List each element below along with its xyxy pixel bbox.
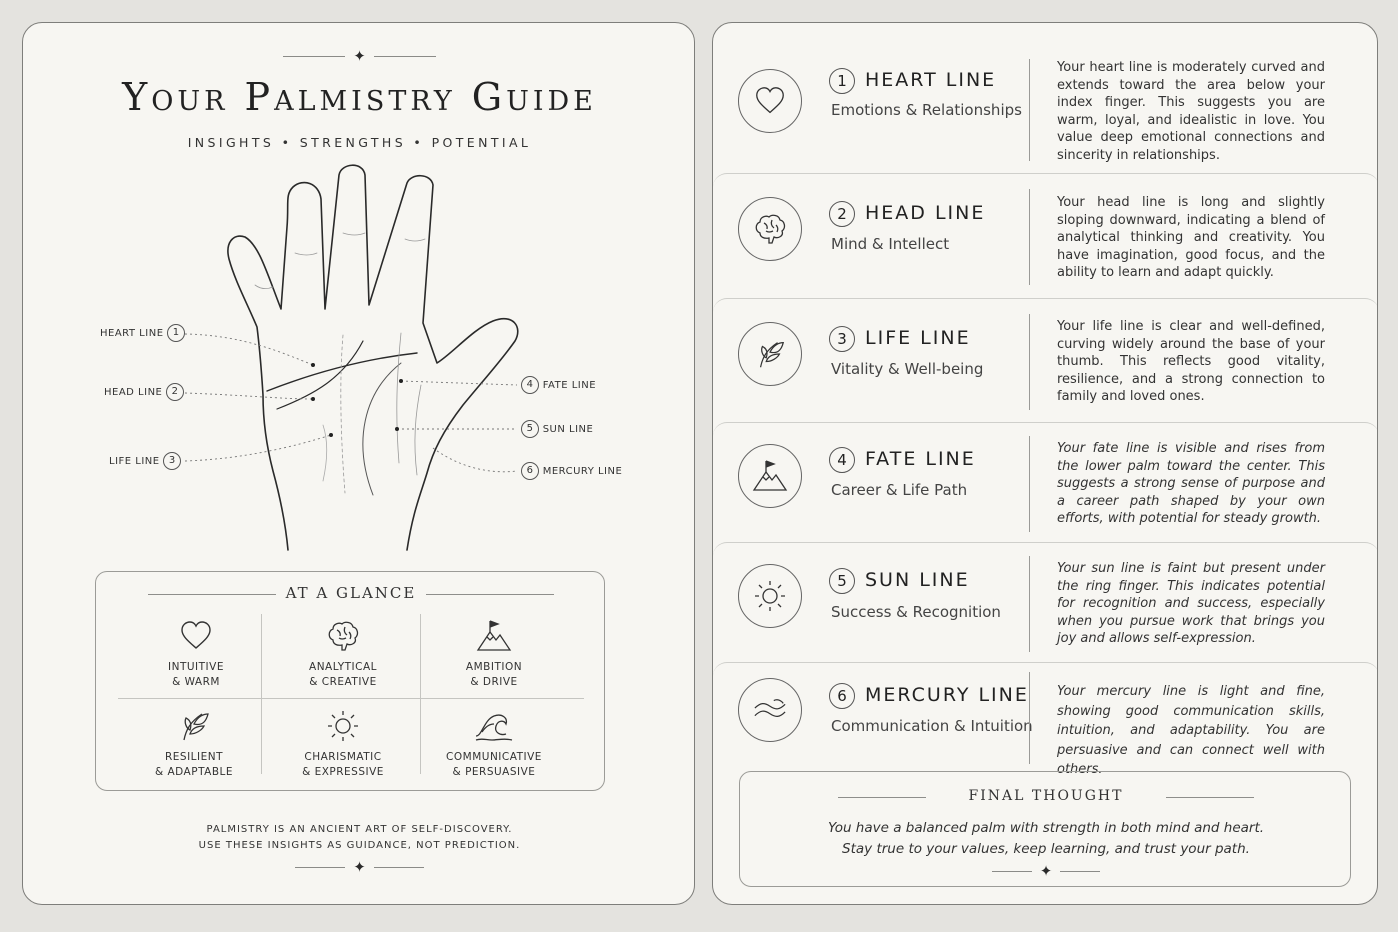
line-section-life: 3 LIFE LINE Vitality & Well-being Your l… — [713, 298, 1377, 422]
line-title: HEART LINE — [865, 69, 997, 91]
line-number: 2 — [829, 201, 855, 227]
hand-label-mercury-line: 6 MERCURY LINE — [521, 462, 622, 480]
line-description: Your life line is clear and well-defined… — [1057, 319, 1325, 405]
hand-label-head-line: HEAD LINE 2 — [104, 383, 185, 401]
page-subtitle: INSIGHTS • STRENGTHS • POTENTIAL — [187, 135, 532, 150]
line-subtitle: Success & Recognition — [831, 603, 1001, 621]
star-icon: ✦ — [1039, 862, 1053, 880]
sun-icon — [328, 711, 358, 741]
leaf-icon — [759, 342, 785, 368]
glance-item-analytical: ANALYTICAL& CREATIVE — [263, 618, 423, 690]
hand-label-heart-line: HEART LINE 1 — [100, 324, 186, 342]
heart-icon — [756, 87, 784, 114]
line-title: MERCURY LINE — [865, 684, 1029, 706]
wave-icon — [754, 699, 786, 717]
wave-icon-ring — [738, 678, 802, 742]
final-ornament: ✦ — [740, 864, 1352, 879]
line-subtitle: Career & Life Path — [831, 481, 968, 499]
line-number: 1 — [829, 68, 855, 94]
sun-icon — [755, 581, 785, 611]
heart-icon — [181, 621, 211, 649]
brain-icon — [755, 214, 786, 244]
hand-label-sun-line: 5 SUN LINE — [521, 420, 593, 438]
final-thought-title: FINAL THOUGHT — [968, 788, 1124, 804]
line-title: FATE LINE — [865, 448, 976, 470]
glance-item-resilient: RESILIENT& ADAPTABLE — [114, 708, 274, 780]
hand-label-life-line: LIFE LINE 3 — [109, 452, 182, 470]
line-title: LIFE LINE — [865, 327, 971, 349]
line-subtitle: Communication & Intuition — [831, 717, 1033, 735]
line-section-fate: 4 FATE LINE Career & Life Path Your fate… — [713, 422, 1377, 542]
leaf-icon-ring — [738, 322, 802, 386]
line-section-head: 2 HEAD LINE Mind & Intellect Your head l… — [713, 173, 1377, 298]
top-ornament: ✦ — [23, 49, 696, 64]
line-title: SUN LINE — [865, 569, 970, 591]
star-icon: ✦ — [353, 47, 366, 65]
line-section-sun: 5 SUN LINE Success & Recognition Your su… — [713, 542, 1377, 662]
brain-icon-ring — [738, 197, 802, 261]
line-description: Your fate line is visible and rises from… — [1057, 441, 1325, 527]
palmistry-guide-card: ✦ Your Palmistry Guide INSIGHTS • STRENG… — [22, 22, 695, 905]
line-description: Your heart line is moderately curved and… — [1057, 60, 1325, 163]
mountain-flag-icon — [752, 460, 788, 491]
palm-lines-card: 1 HEART LINE Emotions & Relationships Yo… — [712, 22, 1378, 905]
brain-icon — [328, 621, 359, 651]
line-subtitle: Emotions & Relationships — [831, 101, 1022, 119]
line-number: 5 — [829, 568, 855, 594]
glance-item-intuitive: INTUITIVE& WARM — [116, 618, 276, 690]
bottom-ornament: ✦ — [23, 860, 696, 875]
at-a-glance-panel: AT A GLANCE INTUITIVE& WARM ANALYTICAL& … — [95, 571, 605, 791]
line-description: Your mercury line is light and fine, sho… — [1057, 684, 1325, 777]
sun-icon-ring — [738, 564, 802, 628]
line-section-heart: 1 HEART LINE Emotions & Relationships Yo… — [713, 23, 1377, 173]
line-number: 6 — [829, 683, 855, 709]
final-thought-box: FINAL THOUGHT You have a balanced palm w… — [739, 771, 1351, 887]
wave-icon — [475, 714, 513, 741]
line-number: 3 — [829, 326, 855, 352]
line-description: Your sun line is faint but present under… — [1057, 561, 1325, 647]
leaf-icon — [183, 713, 209, 741]
line-subtitle: Vitality & Well-being — [831, 360, 984, 378]
line-number: 4 — [829, 447, 855, 473]
mountain-flag-icon — [476, 620, 512, 651]
line-description: Your head line is long and slightly slop… — [1057, 195, 1325, 281]
glance-title: AT A GLANCE — [285, 584, 417, 602]
final-thought-text: You have a balanced palm with strength i… — [827, 820, 1265, 857]
footer-disclaimer: PALMISTRY IS AN ANCIENT ART OF SELF-DISC… — [198, 824, 521, 851]
mountain-flag-icon-ring — [738, 444, 802, 508]
glance-item-communicative: COMMUNICATIVE& PERSUASIVE — [414, 708, 574, 780]
star-icon: ✦ — [353, 858, 366, 876]
glance-item-ambition: AMBITION& DRIVE — [414, 618, 574, 690]
line-title: HEAD LINE — [865, 202, 986, 224]
line-section-mercury: 6 MERCURY LINE Communication & Intuition… — [713, 662, 1377, 777]
heart-icon-ring — [738, 69, 802, 133]
line-subtitle: Mind & Intellect — [831, 235, 950, 253]
hand-label-fate-line: 4 FATE LINE — [521, 376, 596, 394]
hand-illustration — [184, 164, 519, 551]
page-title: Your Palmistry Guide — [122, 75, 597, 119]
glance-item-charismatic: CHARISMATIC& EXPRESSIVE — [263, 708, 423, 780]
